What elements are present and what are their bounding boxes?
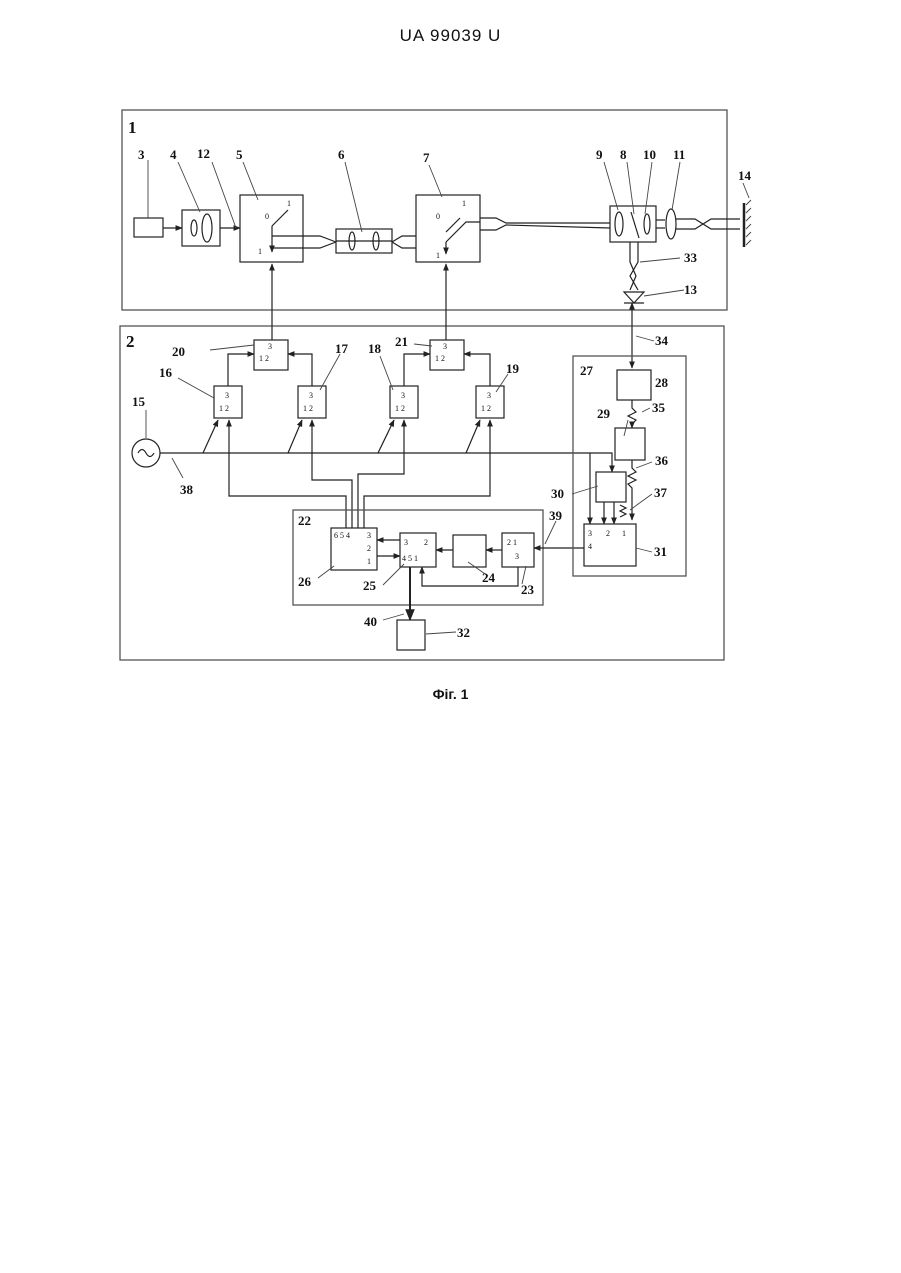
label-28: 28: [655, 375, 669, 390]
p21-12: 1 2: [435, 354, 445, 363]
p25-2: 2: [424, 538, 428, 547]
sw5-port-1a: 1: [287, 199, 291, 208]
p26-1: 1: [367, 557, 371, 566]
label-24: 24: [482, 570, 496, 585]
p26-3: 3: [367, 531, 371, 540]
label-6: 6: [338, 147, 345, 162]
label-8: 8: [620, 147, 627, 162]
block-2-number: 2: [126, 332, 135, 351]
p16-12: 1 2: [219, 404, 229, 413]
p20-3: 3: [268, 342, 272, 351]
objective-lens-11: [666, 209, 676, 239]
label-21: 21: [395, 334, 408, 349]
photodiode-icon: [624, 292, 644, 303]
p18-3: 3: [401, 391, 405, 400]
label-33: 33: [684, 250, 698, 265]
label-37: 37: [654, 485, 668, 500]
p26-top: 6 5 4: [334, 531, 350, 540]
unit-30: [596, 472, 626, 502]
label-30: 30: [551, 486, 564, 501]
p21-3: 3: [443, 342, 447, 351]
label-12: 12: [197, 146, 210, 161]
label-16: 16: [159, 365, 173, 380]
p31-3: 3: [588, 529, 592, 538]
label-17: 17: [335, 341, 349, 356]
label-34: 34: [655, 333, 669, 348]
label-15: 15: [132, 394, 146, 409]
label-13: 13: [684, 282, 698, 297]
label-10: 10: [643, 147, 656, 162]
p19-12: 1 2: [481, 404, 491, 413]
optical-switch-7: [416, 195, 480, 262]
beam-splitter-assembly: [610, 206, 656, 242]
p19-3: 3: [487, 391, 491, 400]
label-11: 11: [673, 147, 685, 162]
sw7-port-1a: 1: [462, 199, 466, 208]
label-18: 18: [368, 341, 382, 356]
p25-3: 3: [404, 538, 408, 547]
label-23: 23: [521, 582, 535, 597]
p31-1: 1: [622, 529, 626, 538]
p26-2: 2: [367, 544, 371, 553]
unit-29: [615, 428, 645, 460]
sw5-port-1b: 1: [258, 247, 262, 256]
display-unit-32: [397, 620, 425, 650]
label-39: 39: [549, 508, 563, 523]
block-1-number: 1: [128, 118, 137, 137]
p23-3: 3: [515, 552, 519, 561]
p16-3: 3: [225, 391, 229, 400]
label-38: 38: [180, 482, 194, 497]
label-36: 36: [655, 453, 669, 468]
collimator: [182, 210, 220, 246]
unit-28: [617, 370, 651, 400]
laser-source: [134, 218, 163, 237]
p18-12: 1 2: [395, 404, 405, 413]
block-27-number: 27: [580, 363, 594, 378]
p17-12: 1 2: [303, 404, 313, 413]
p25-45: 4 5 1: [402, 554, 418, 563]
label-40: 40: [364, 614, 377, 629]
label-14: 14: [738, 168, 752, 183]
p17-3: 3: [309, 391, 313, 400]
label-32: 32: [457, 625, 470, 640]
figure-caption: Фіг. 1: [0, 686, 901, 702]
label-7: 7: [423, 150, 430, 165]
sw7-port-1b: 1: [436, 251, 440, 260]
block-22-number: 22: [298, 513, 311, 528]
label-29: 29: [597, 406, 611, 421]
label-35: 35: [652, 400, 666, 415]
unit-24: [453, 535, 486, 567]
p23-21: 2 1: [507, 538, 517, 547]
label-9: 9: [596, 147, 603, 162]
label-26: 26: [298, 574, 312, 589]
label-31: 31: [654, 544, 667, 559]
p20-12: 1 2: [259, 354, 269, 363]
sw5-port-0: 0: [265, 212, 269, 221]
label-20: 20: [172, 344, 185, 359]
label-5: 5: [236, 147, 243, 162]
p31-4: 4: [588, 542, 592, 551]
label-25: 25: [363, 578, 377, 593]
label-19: 19: [506, 361, 520, 376]
p31-2: 2: [606, 529, 610, 538]
label-3: 3: [138, 147, 145, 162]
label-4: 4: [170, 147, 177, 162]
sw7-port-0: 0: [436, 212, 440, 221]
